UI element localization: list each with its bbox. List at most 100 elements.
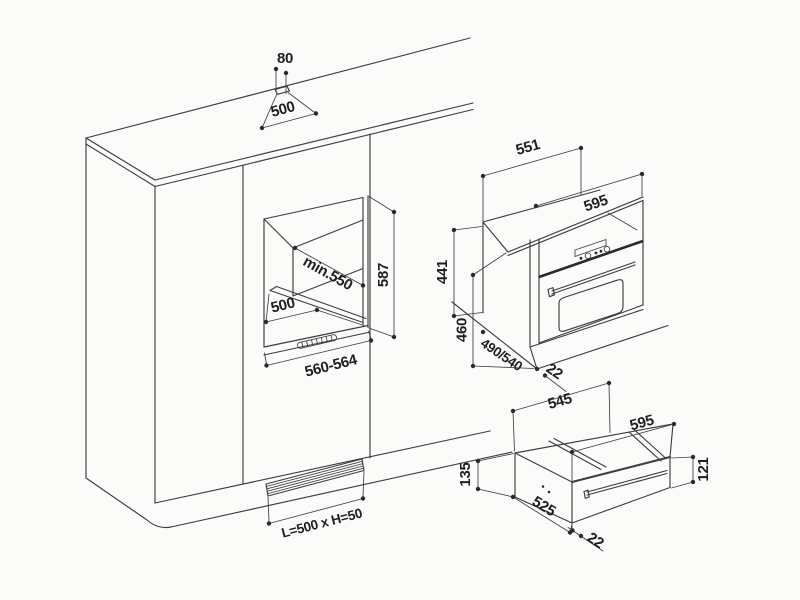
top-rail-right-a [628,431,662,462]
dim-500-ext-left [261,93,278,129]
dim-545-line [512,382,610,412]
dim-drawer-top-depth: 545 [546,390,574,413]
dim-121-ext-top [671,456,694,459]
dim-vent-ext-right [362,471,365,497]
side-top-edge-b [85,143,156,188]
niche-ceiling-diagonal [263,218,294,249]
dim-441-ext-top [453,226,483,231]
dim-dot [470,363,476,369]
dim-560-ext-right [368,330,372,340]
dim-dot [570,528,575,533]
oven-top-edge-a [507,196,644,253]
dim-dot [266,521,272,526]
dim-560-ext-left [264,352,267,365]
dim-dot [292,245,298,251]
drawer-handle-cap [583,489,590,499]
dim-545-ext-left [512,410,515,452]
dim-525-line [512,496,571,533]
dim-dot [314,307,320,313]
dim-dot [273,66,279,72]
knob-icon [584,252,592,260]
dim-top-slot-depth: 80 [277,50,293,67]
dim-500b-ext-right [316,309,365,326]
drawer-top-back-edge [514,423,674,454]
drawer-top-right-edge [669,423,674,458]
dim-vent-line [268,498,364,524]
dim-595-line [535,173,643,207]
dim-500b-ext-left [265,293,270,323]
base-vent-grille-group: L=500 x H=50 [265,458,366,541]
housing-depth-edge-top [482,221,509,253]
shelf-vent-hatch [301,335,333,348]
dim-oven-width: 595 [582,192,610,216]
niche-back-bottom-edge [292,267,364,297]
base-vent-grille [265,458,365,497]
door-window [558,279,624,332]
wall-top-line [85,37,471,139]
dim-dot [263,319,269,325]
dim-top-slot-width: 500 [269,98,297,121]
dim-niche-min-depth: min.550 [300,253,355,294]
top-rail-left-a [548,440,602,471]
niche-bottom-edge-a [263,324,369,348]
dim-niche-width: 560-564 [303,351,359,381]
dim-housing-depth: 551 [514,136,542,159]
dim-595d-line [571,423,675,453]
housing-bottom-corner [529,346,538,370]
dim-135-ext-bottom [477,488,514,498]
dim-dot [569,449,575,455]
dim-dot [578,145,584,151]
dim-drawer-front-height: 121 [695,457,712,481]
dim-dot [451,313,457,319]
drawer-body [514,423,674,524]
dim-dot [360,496,366,501]
housing-bottom-outer-edge [536,324,669,370]
dim-441-ext-bottom [453,312,483,317]
dim-dot [690,479,696,485]
dim-587-ext-top [368,196,395,213]
top-rail-left-b [553,437,607,468]
dim-oven-height: 460 [453,318,470,342]
dim-dot [451,227,457,233]
dim-drawer-height-left: 135 [457,462,474,486]
drawer-dimensions: 545 595 135 121 525 [457,380,712,552]
dim-595-leader [607,212,638,231]
dim-dot [368,338,374,343]
dim-floor-cutout-width: 500 [269,294,297,316]
drawer-drawing: 545 595 135 121 525 [457,380,712,552]
side-top-edge-a [85,137,156,181]
dim-dot [533,203,539,209]
niche-floor-cap [269,285,278,292]
dim-dot [360,283,366,288]
dim-460-ext-top [472,252,507,276]
dim-door-overhang: 22 [543,360,566,383]
dim-dot [510,494,516,500]
dim-dot [264,363,269,368]
button-dot [599,249,603,253]
dim-niche-height: 587 [375,263,392,287]
dim-dot [480,329,486,335]
dim-dot [534,366,540,372]
door-handle-b [551,264,636,295]
panel-bottom-edge [571,486,671,524]
control-display [574,239,607,257]
housing-top-edge [482,189,601,223]
oven-body [507,196,644,344]
control-buttons [579,245,611,260]
dim-drawer-width: 595 [628,412,656,435]
dim-dot [283,70,289,76]
dim-551-line [482,147,582,177]
worktop-vent-slot-group: 80 500 [259,50,319,131]
worktop-front-edge-a [154,102,474,181]
dim-vent-ext-left [267,496,270,522]
dim-min550-line [294,247,364,286]
dim-500-line [261,113,317,129]
dim-dot [391,209,397,215]
oven-bottom-edge [538,304,644,344]
dim-dot [671,421,677,427]
housing-bottom-depth-edge [451,301,538,370]
drawer-handle-b [586,472,668,496]
side-fixing-dot [541,485,545,488]
oven-top-edge-b [507,199,644,257]
